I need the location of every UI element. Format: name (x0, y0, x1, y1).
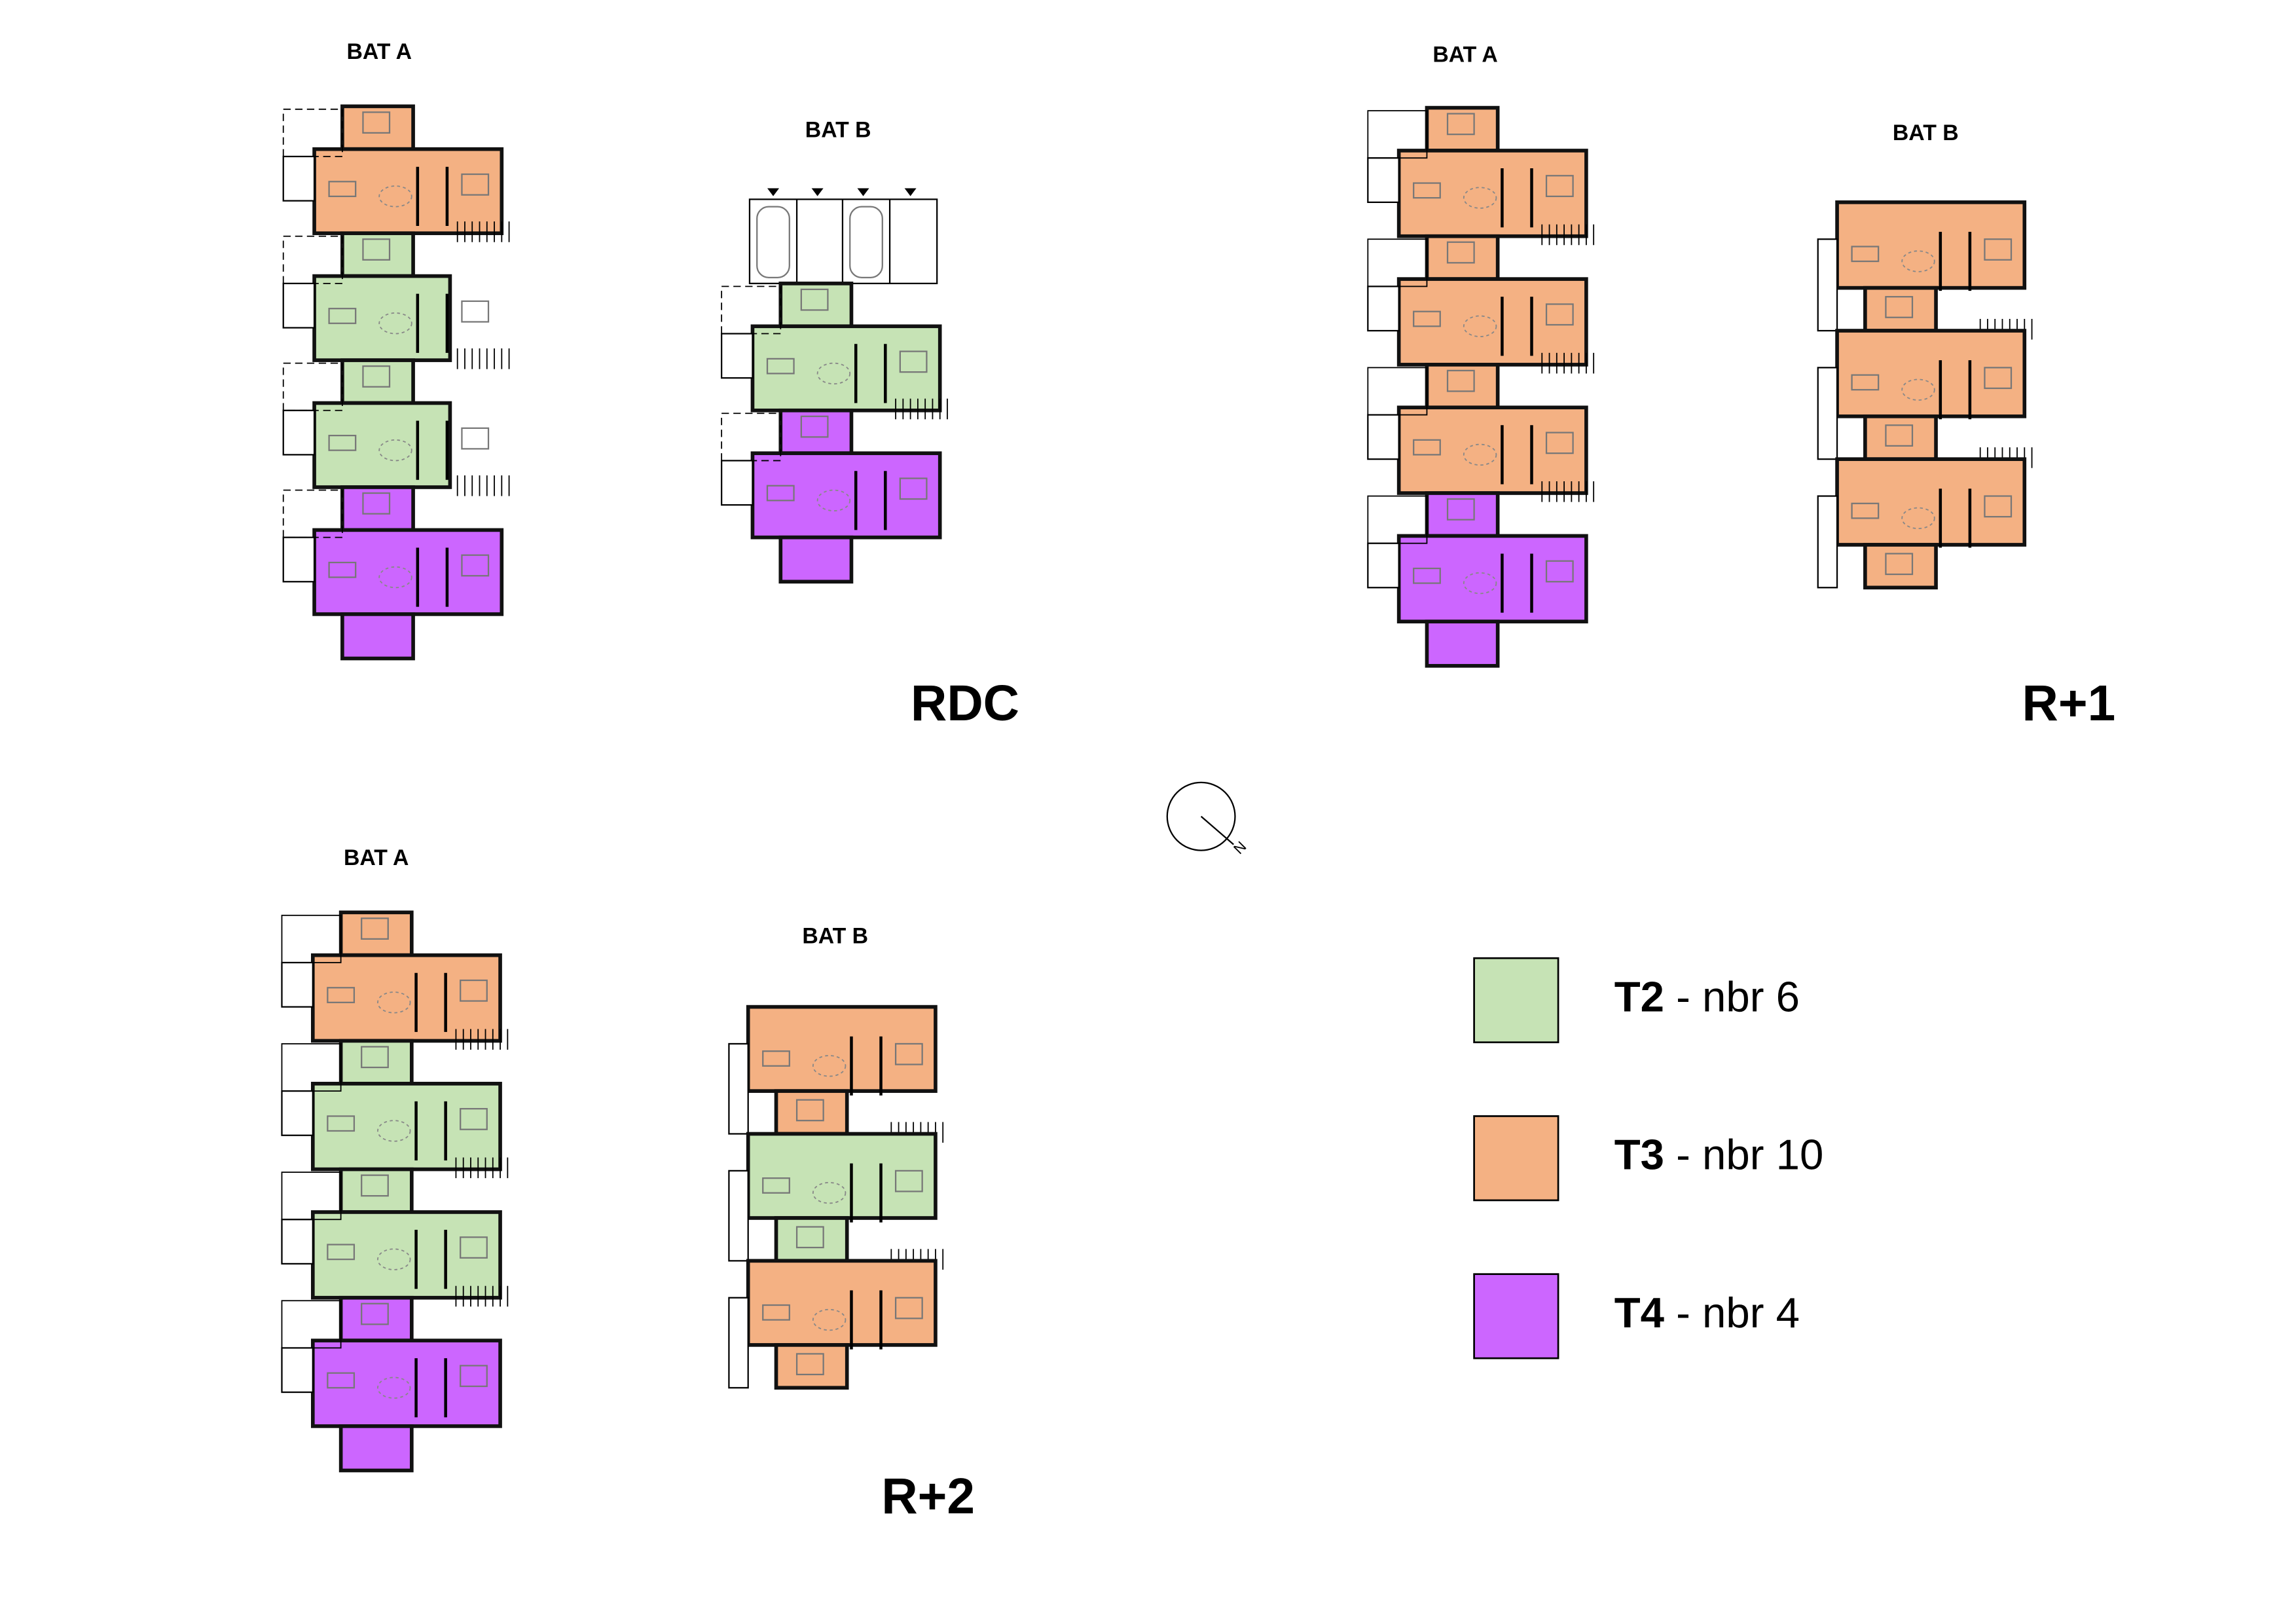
building-plan-r2-bat-b (728, 1005, 944, 1390)
building-plan-rdc-bat-b (721, 282, 948, 584)
stair-icon (456, 348, 510, 369)
apartment-unit-t4 (721, 408, 942, 584)
stair-icon (456, 475, 510, 496)
floor-title-r1: R+1 (2022, 676, 2116, 731)
legend-text-t2: T2 - nbr 6 (1614, 972, 1800, 1020)
legend-text-t4: T4 - nbr 4 (1614, 1289, 1800, 1337)
apartment-unit-t3 (728, 1259, 938, 1390)
apartment-unit-t3 (1367, 363, 1588, 495)
apartment-unit-t3 (728, 1005, 938, 1136)
apartment-unit-t3 (1367, 105, 1588, 238)
apartment-unit-t2 (721, 282, 942, 413)
stair-icon (1541, 481, 1595, 502)
r2-bat-b-label: BAT B (802, 924, 868, 949)
rdc-bat-b-label: BAT B (805, 118, 871, 143)
r1-bat-b-label: BAT B (1893, 120, 1959, 145)
apartment-unit-t4 (282, 485, 504, 661)
apartment-unit-t3 (1367, 234, 1588, 367)
stair-icon (1541, 224, 1595, 246)
apartment-unit-t2 (281, 1167, 502, 1300)
apartment-unit-t3 (281, 910, 502, 1043)
apartment-unit-t2 (281, 1039, 502, 1172)
apartment-unit-t3 (1817, 457, 2027, 590)
legend-item-t3: T3 - nbr 10 (1473, 1115, 1824, 1202)
apartment-unit-t4 (1367, 491, 1588, 668)
parking-area (748, 188, 938, 284)
stair-icon (455, 1029, 509, 1050)
apartment-unit-t3 (1817, 329, 2027, 461)
apartment-unit-t4 (281, 1295, 502, 1473)
floor-title-r2: R+2 (881, 1469, 975, 1524)
apartment-unit-t3 (282, 104, 504, 236)
apartment-unit-t3 (1817, 200, 2027, 333)
stair-icon (1541, 352, 1595, 374)
r2-bat-a-label: BAT A (344, 845, 409, 870)
r1-bat-a-label: BAT A (1432, 43, 1497, 67)
rdc-bat-a-label: BAT A (346, 39, 411, 64)
stair-icon (895, 398, 948, 420)
apartment-unit-t2 (282, 358, 490, 489)
legend-item-t4: T4 - nbr 4 (1473, 1273, 1800, 1359)
legend-text-t3: T3 - nbr 10 (1614, 1131, 1824, 1179)
compass-north-label: N (1230, 838, 1249, 857)
stair-icon (456, 221, 510, 242)
north-compass-icon: N (1166, 781, 1250, 857)
apartment-unit-t2 (282, 231, 490, 362)
legend-swatch-t2 (1473, 957, 1559, 1044)
floor-title-rdc: RDC (911, 676, 1019, 731)
building-plan-r1-bat-b (1817, 200, 2033, 590)
stair-icon (455, 1157, 509, 1179)
legend-item-t2: T2 - nbr 6 (1473, 957, 1800, 1044)
building-plan-r2-bat-a (281, 910, 509, 1473)
apartment-unit-t2 (728, 1132, 938, 1263)
legend: T2 - nbr 6 T3 - nbr 10 T4 - nbr 4 (1473, 957, 1824, 1359)
legend-swatch-t4 (1473, 1273, 1559, 1359)
legend-swatch-t3 (1473, 1115, 1559, 1202)
building-plan-r1-bat-a (1367, 105, 1595, 668)
building-plan-rdc-bat-a (282, 104, 510, 661)
stair-icon (455, 1285, 509, 1307)
